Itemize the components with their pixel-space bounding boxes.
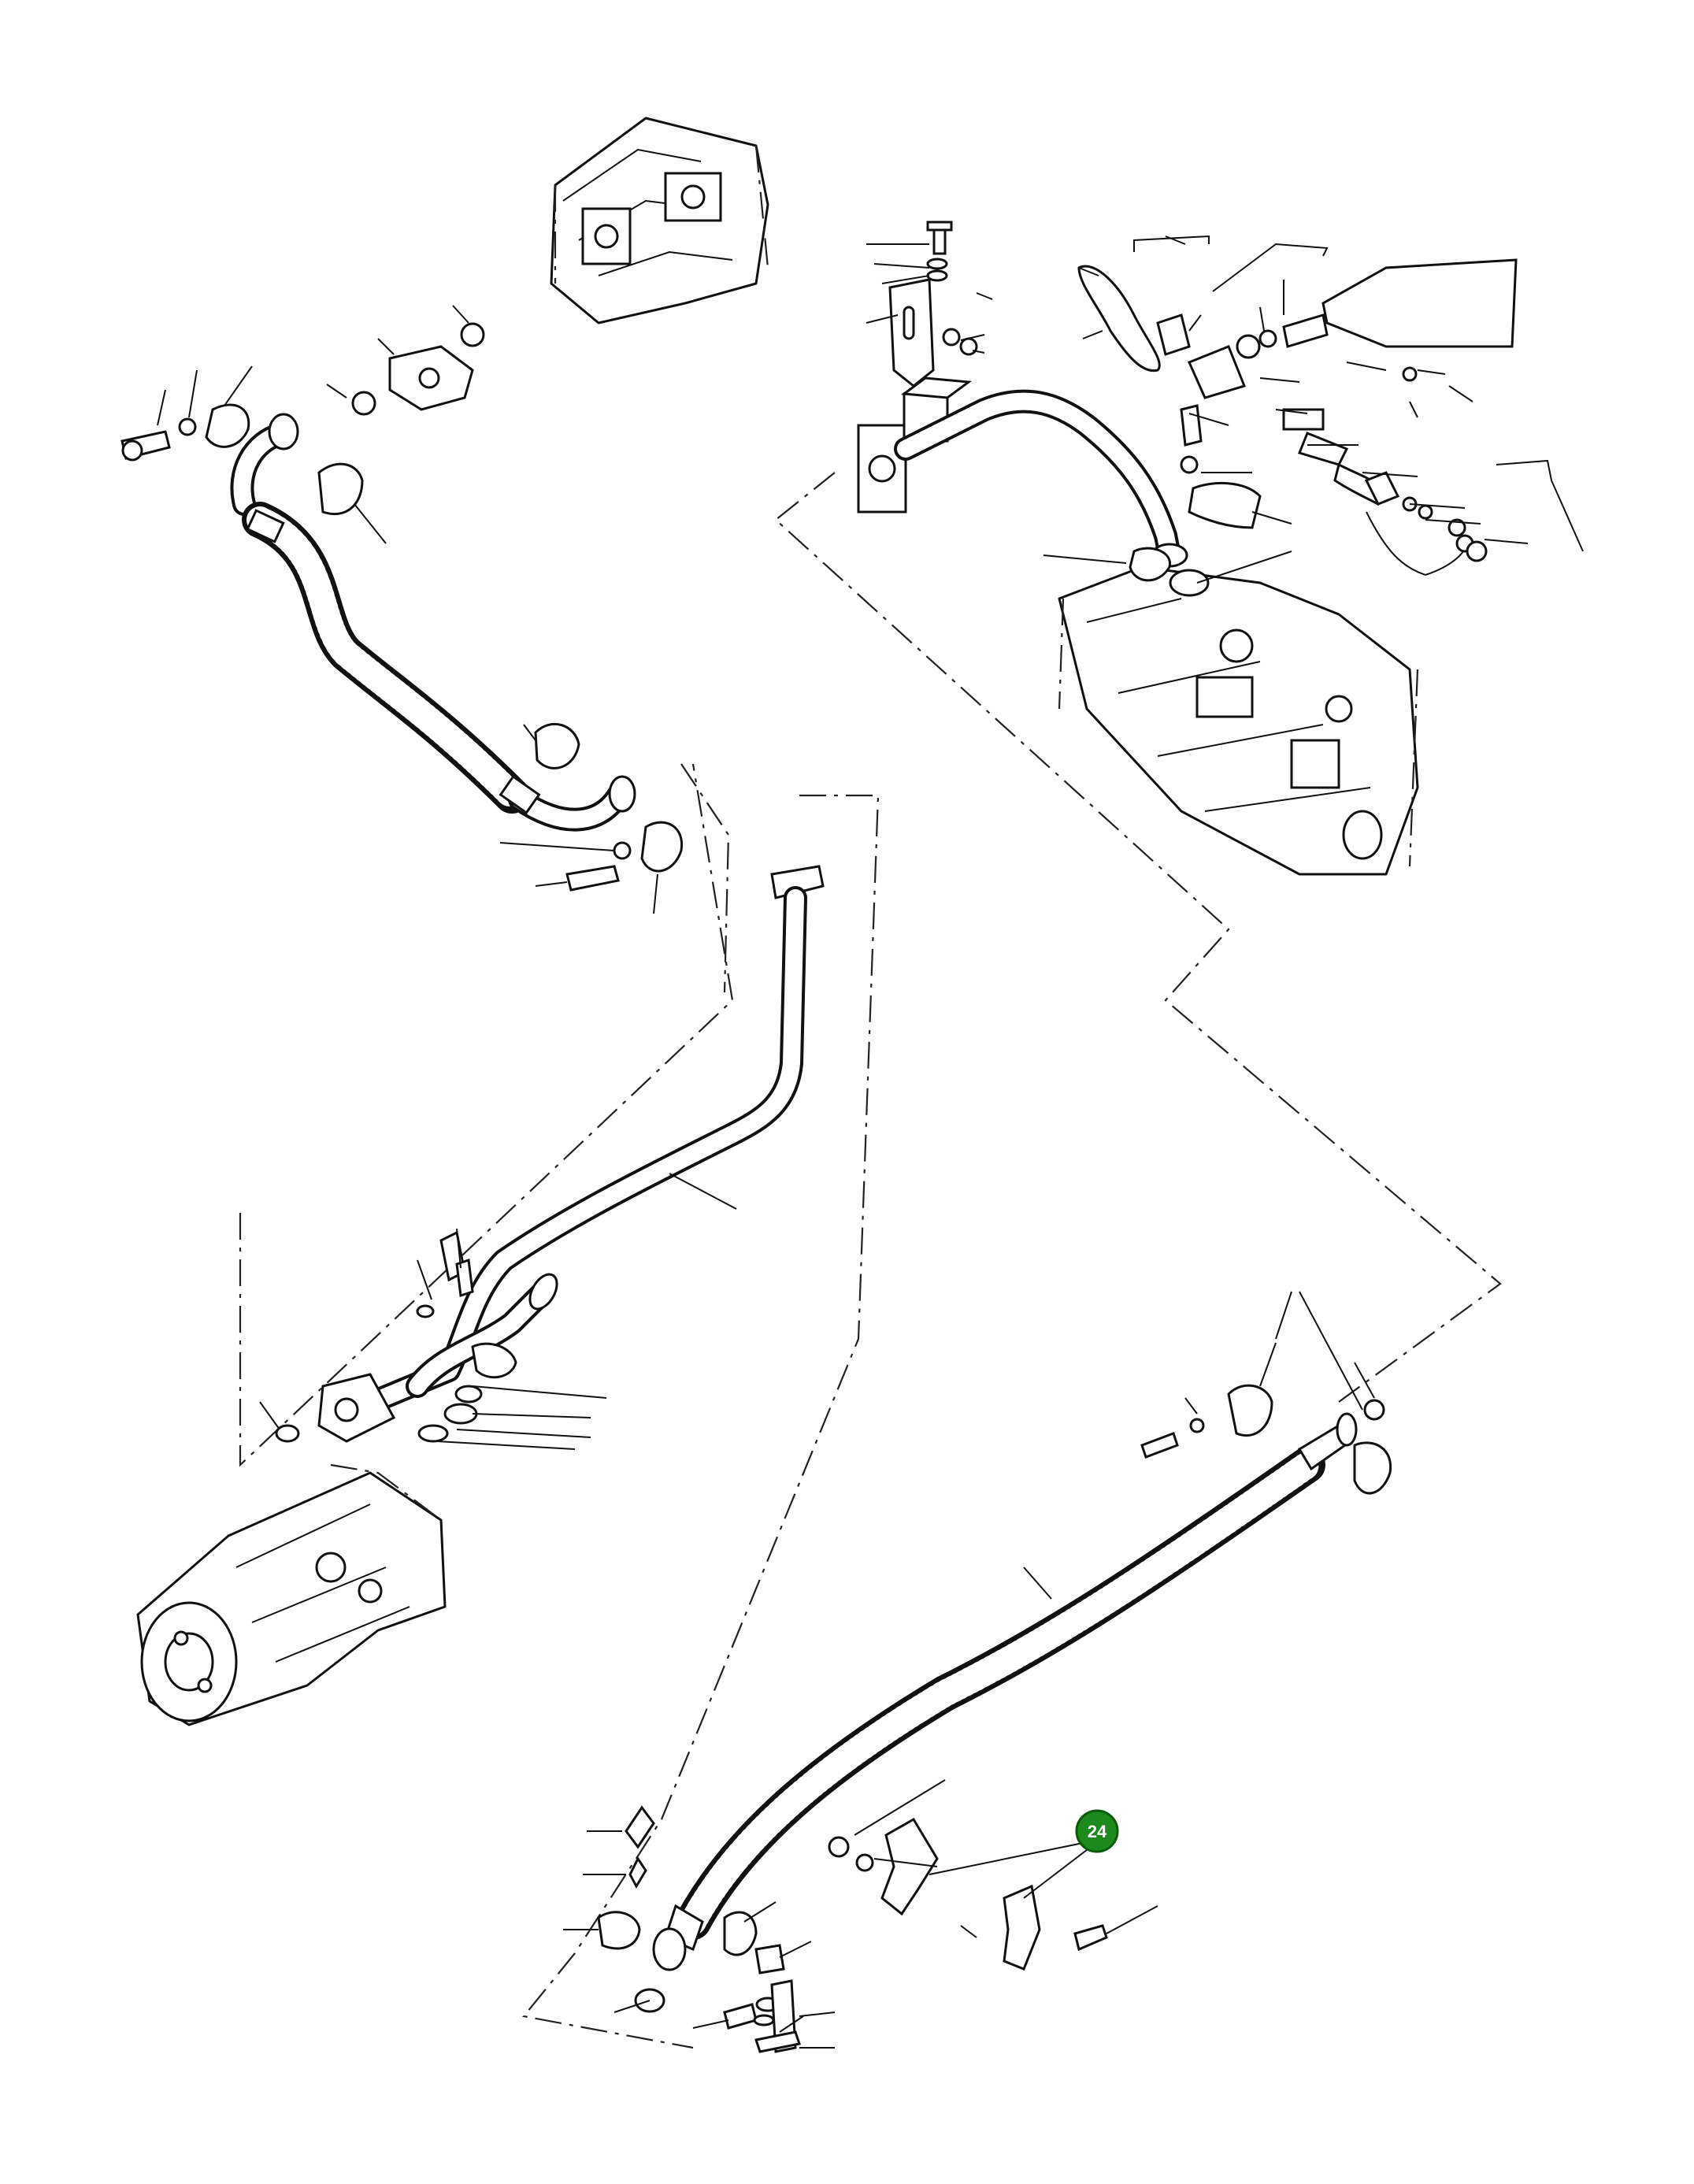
- phantom-outline-right: [774, 472, 1502, 1403]
- phantom-outline-lower: [521, 794, 880, 2049]
- center-rigid-tube: [317, 865, 825, 1443]
- hydraulic-pump-block-top: [550, 117, 769, 324]
- callout-24-label: 24: [1088, 1822, 1107, 1841]
- lower-right-fittings: [597, 1384, 1392, 2053]
- upper-right-valve-block: [1058, 565, 1419, 876]
- upper-right-leaders: [866, 235, 1584, 584]
- upper-left-hose: [230, 413, 636, 832]
- upper-right-bracket: [888, 221, 978, 387]
- lower-right-leaders: [563, 1291, 1375, 2049]
- callout-24[interactable]: 24: [1075, 1809, 1119, 1853]
- lower-right-hose: [652, 1412, 1358, 1971]
- upper-left-fittings: [120, 322, 684, 892]
- phantom-outline-center: [239, 763, 734, 1467]
- upper-right-tube: [857, 376, 1188, 568]
- upper-right-small-fittings: [1077, 258, 1518, 597]
- gear-pump-lower-left: [136, 1463, 447, 1726]
- center-tube-leaders: [259, 1173, 737, 1450]
- upper-left-leaders: [157, 305, 658, 914]
